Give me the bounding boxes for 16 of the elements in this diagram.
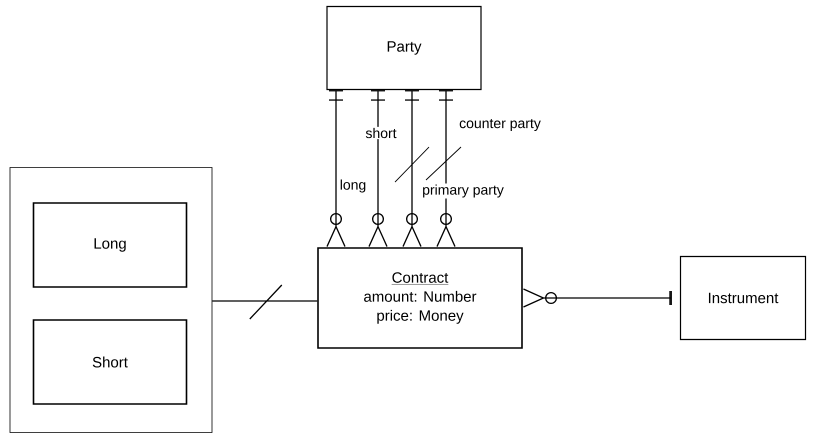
entity-box: Instrument xyxy=(680,256,806,340)
entity-box: Contract amount: Number price: Money xyxy=(317,247,523,349)
container-box xyxy=(10,167,212,433)
entity-box: Party xyxy=(326,6,482,90)
edge-label: long xyxy=(340,179,366,193)
connector xyxy=(212,284,318,320)
connector xyxy=(368,90,388,247)
edge-label: counter party xyxy=(460,119,541,131)
connector xyxy=(436,90,456,247)
connector xyxy=(523,288,672,308)
edge-label: short xyxy=(366,128,396,138)
connector xyxy=(402,90,422,247)
entity-box: Short xyxy=(32,319,188,405)
connector xyxy=(326,90,346,247)
entity-box: Long xyxy=(32,202,188,288)
edge-label: primary party xyxy=(423,184,504,198)
